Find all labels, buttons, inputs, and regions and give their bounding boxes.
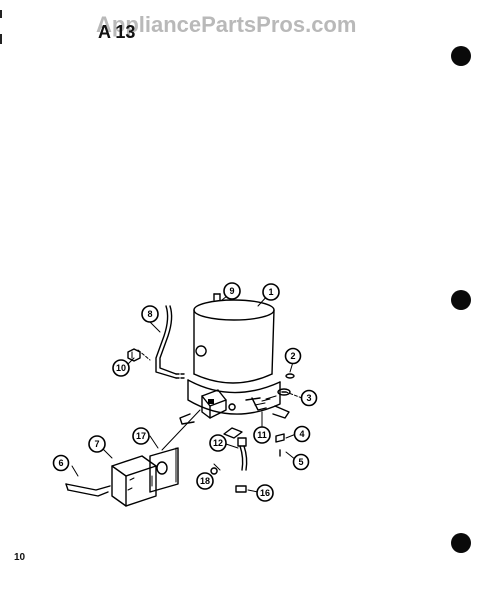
callout-3: 3 <box>300 389 318 407</box>
callout-11: 11 <box>253 426 271 444</box>
binder-hole-bottom <box>451 533 471 553</box>
svg-text:8: 8 <box>147 309 152 319</box>
svg-text:10: 10 <box>116 363 126 373</box>
svg-text:2: 2 <box>290 351 295 361</box>
page-number: 10 <box>14 552 26 563</box>
svg-text:16: 16 <box>260 488 270 498</box>
nut-part <box>127 348 141 362</box>
svg-text:4: 4 <box>299 429 304 439</box>
callout-4: 4 <box>293 425 311 443</box>
suction-tube <box>155 305 187 379</box>
grommet-parts <box>275 373 295 457</box>
callout-5: 5 <box>292 453 310 471</box>
callout-17: 17 <box>132 427 150 445</box>
relay-bracket <box>149 447 179 493</box>
compressor-shell <box>179 293 290 439</box>
svg-text:12: 12 <box>213 438 223 448</box>
callout-16: 16 <box>256 484 274 502</box>
callout-7: 7 <box>88 435 106 453</box>
callout-9: 9 <box>223 282 241 300</box>
svg-text:18: 18 <box>200 476 210 486</box>
binding-mark-upper <box>0 34 2 44</box>
svg-text:1: 1 <box>268 287 273 297</box>
fastener-parts <box>210 467 247 493</box>
svg-text:3: 3 <box>306 393 311 403</box>
relay-cover <box>111 455 157 507</box>
callout-10: 10 <box>112 359 130 377</box>
callout-18: 18 <box>196 472 214 490</box>
svg-text:6: 6 <box>58 458 63 468</box>
callout-1: 1 <box>262 283 280 301</box>
section-code: A 13 <box>98 22 136 42</box>
callout-8: 8 <box>141 305 159 323</box>
leader-lines <box>71 291 303 493</box>
terminal-box <box>201 389 227 419</box>
site-watermark: AppliancePartsPros.com <box>96 12 357 37</box>
callout-2: 2 <box>284 347 302 365</box>
spring-clip <box>65 483 111 497</box>
svg-text:9: 9 <box>229 286 234 296</box>
svg-text:5: 5 <box>298 457 303 467</box>
callout-12: 12 <box>209 434 227 452</box>
binder-hole-middle <box>451 290 471 310</box>
svg-text:17: 17 <box>136 431 146 441</box>
binding-mark-top <box>0 10 2 18</box>
svg-text:11: 11 <box>257 430 267 440</box>
binder-hole-top <box>451 46 471 66</box>
svg-text:7: 7 <box>94 439 99 449</box>
overload-wire <box>237 437 248 471</box>
callout-6: 6 <box>52 454 70 472</box>
